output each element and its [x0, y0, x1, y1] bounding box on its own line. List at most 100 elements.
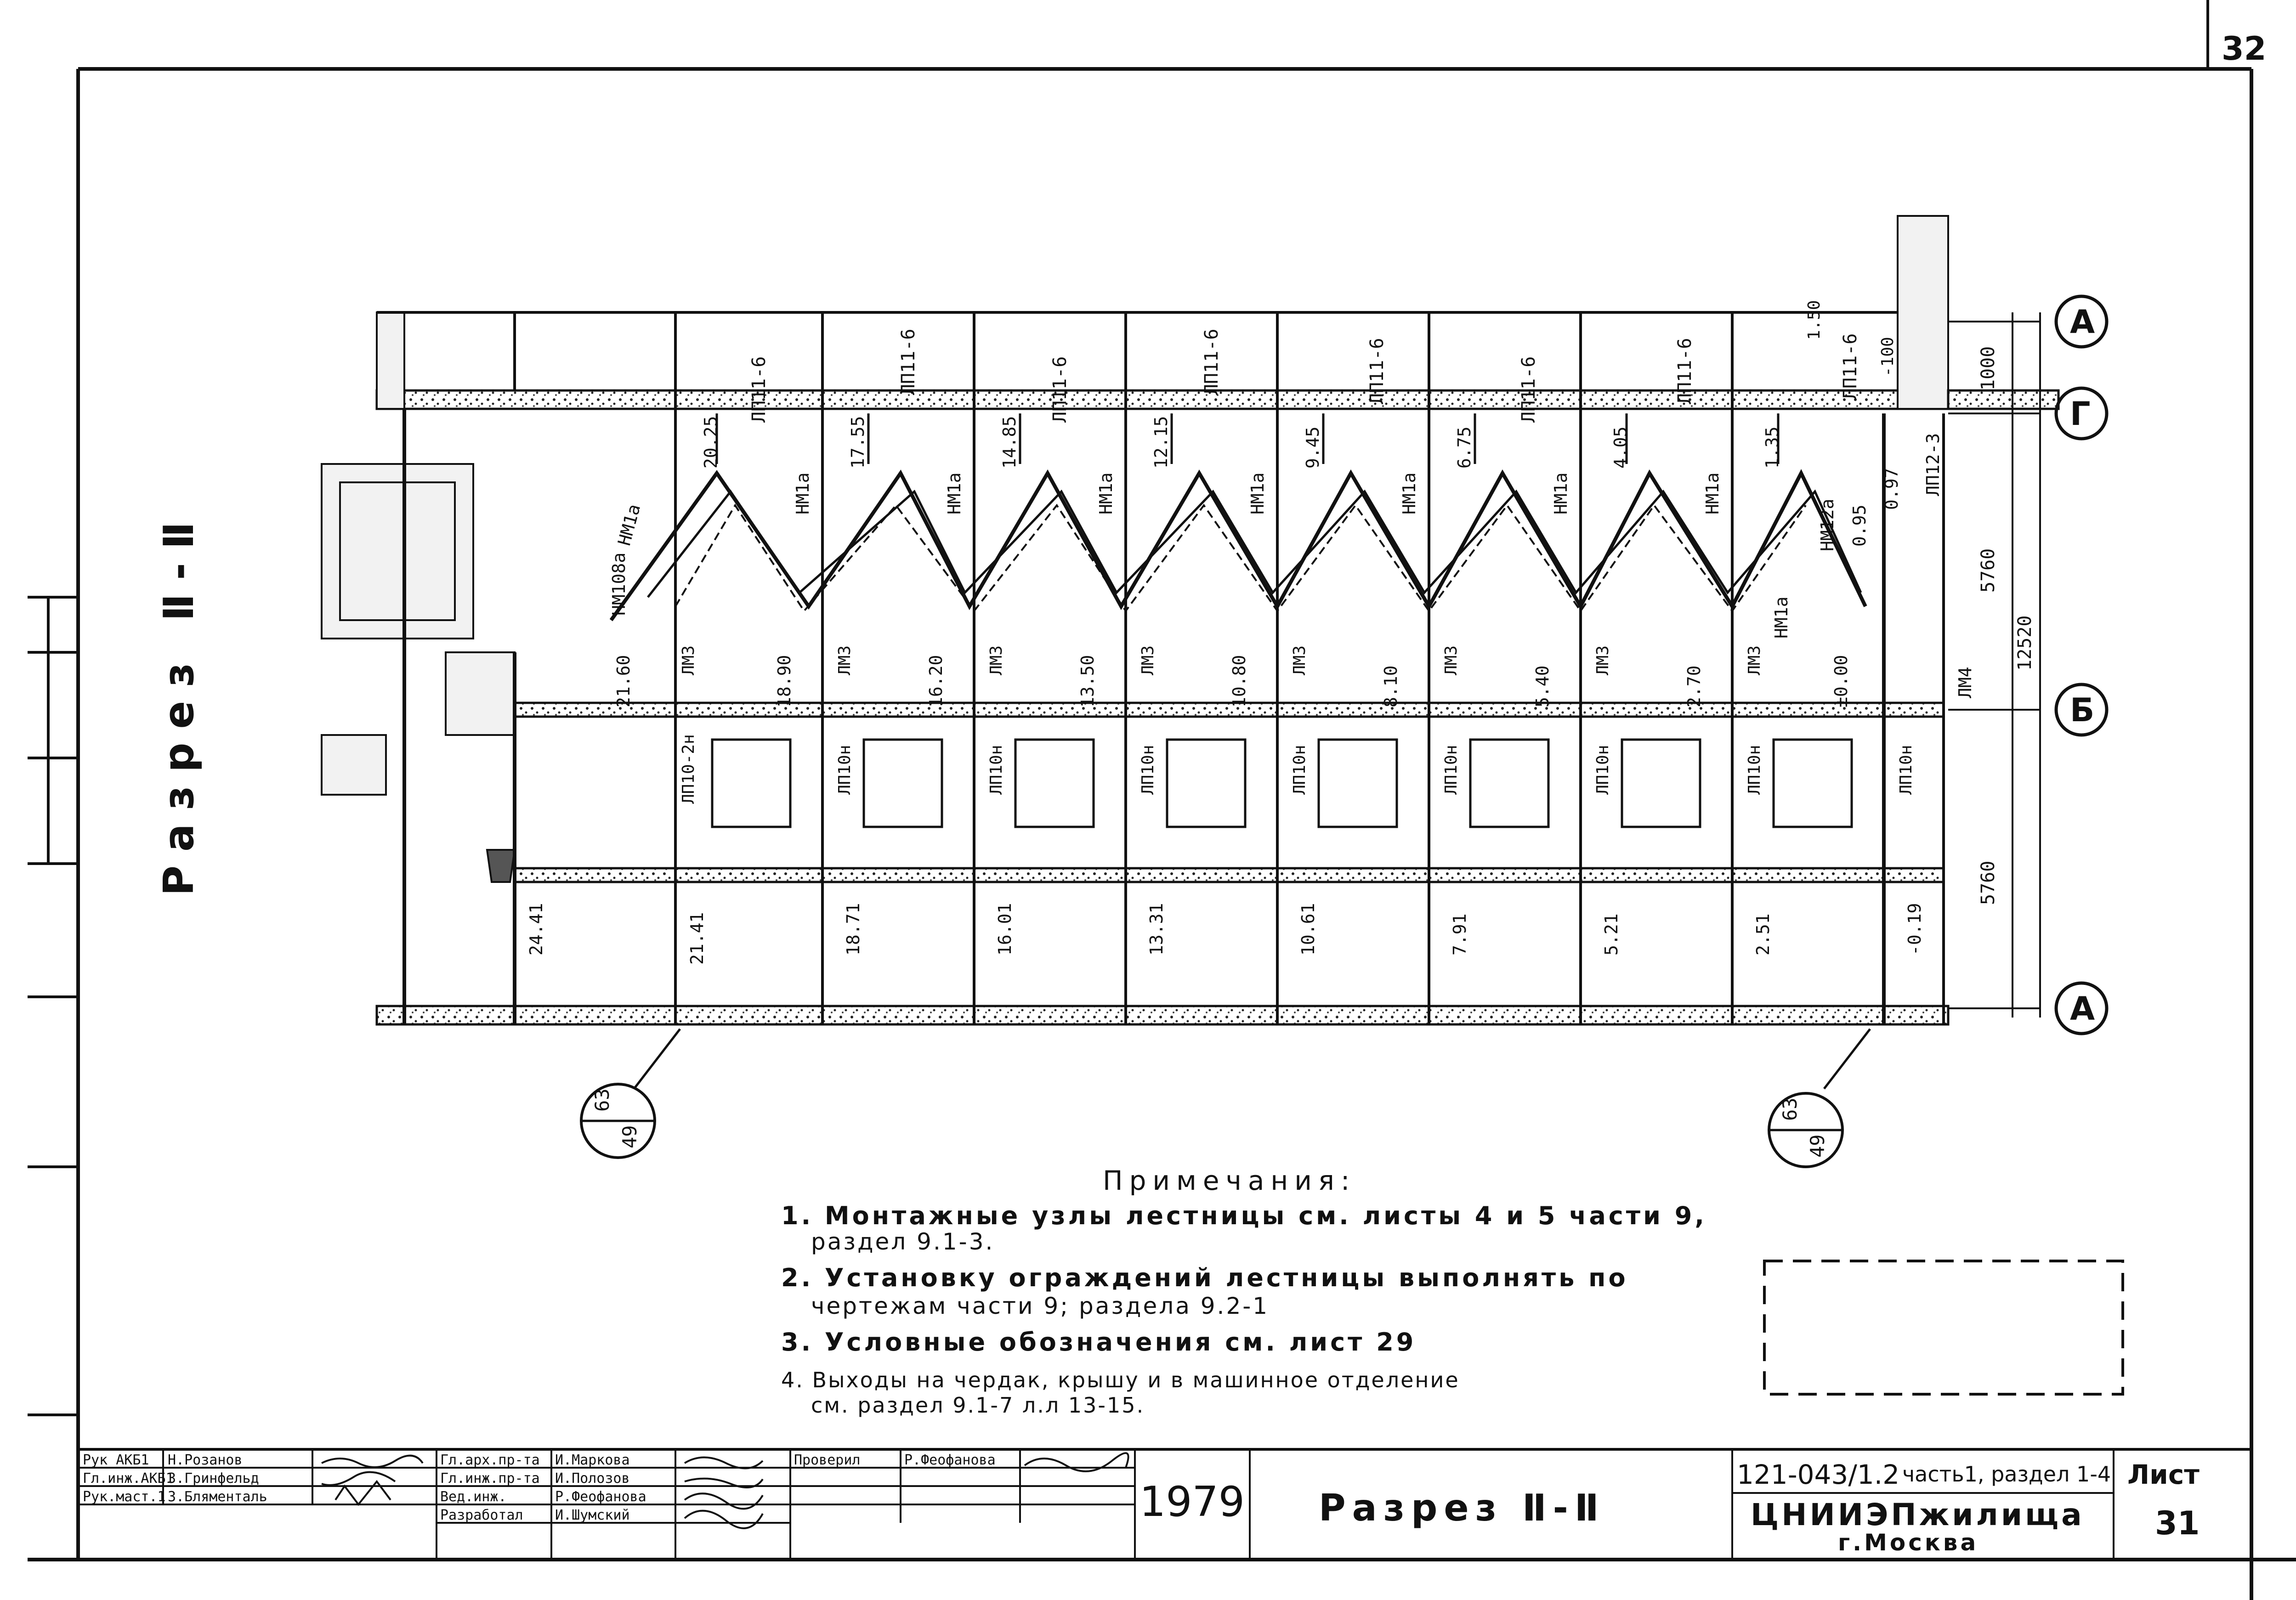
tb-name: И.Полозов — [555, 1470, 630, 1487]
level-mark: 2.51 — [1753, 913, 1773, 955]
callout-right-top: 63 — [1779, 1097, 1801, 1121]
label-lm4: ЛМ4 — [1955, 667, 1975, 698]
level-mark: 16.20 — [926, 655, 946, 707]
note-line: см. раздел 9.1-7 л.л 13-15. — [811, 1393, 1145, 1418]
level-mark: 2.70 — [1684, 665, 1704, 707]
landing-mid-label: ЛП10н — [1139, 745, 1157, 795]
axis-bubble-a-top: А — [2070, 303, 2095, 341]
landing-mid-label: ЛП10н — [1745, 745, 1764, 795]
organization: ЦНИИЭПжилища — [1751, 1497, 2085, 1532]
level-mark: 6.75 — [1454, 426, 1474, 469]
project-code: 121-043/1.2 — [1737, 1459, 1899, 1490]
march-label: НМ1а — [1399, 472, 1419, 514]
march-lm3: ЛМ3 — [1593, 645, 1612, 675]
march-lm3: ЛМ3 — [679, 645, 698, 675]
label-nm108a: НМ108а — [609, 553, 629, 616]
tb-name: И.Шумский — [555, 1507, 630, 1523]
landing-label: ЛП11-6 — [1201, 329, 1222, 396]
tb-role: Гл.арх.пр-та — [440, 1452, 540, 1468]
lower-level-marks: 21.60 18.90 16.20 13.50 10.80 8.10 5.40 … — [613, 655, 1851, 707]
floor-level-marks: 24.41 21.41 18.71 16.01 13.31 10.61 7.91… — [526, 903, 1925, 965]
level-mark: 4.05 — [1610, 426, 1631, 469]
sheet-label: Лист — [2127, 1459, 2200, 1490]
march-label: НМ1а — [1771, 596, 1791, 639]
year: 1979 — [1139, 1478, 1245, 1526]
sheet-frame — [28, 0, 2296, 1600]
level-mark: ±0.00 — [1831, 655, 1851, 707]
level-mark: 24.41 — [526, 903, 546, 955]
callout-left: 63 49 — [580, 1028, 681, 1159]
level-mark: 10.61 — [1298, 903, 1318, 955]
landing-mid-label: ЛП10н — [1290, 745, 1309, 795]
march-label: НМ1а — [1247, 472, 1268, 514]
label-097: 0.97 — [1882, 468, 1902, 510]
landing-mid-label: ЛП10н — [835, 745, 854, 795]
level-mark: 5.21 — [1601, 913, 1621, 955]
bottom-slab — [375, 1005, 1950, 1026]
tb-role: Рук.маст.1 — [83, 1489, 166, 1505]
march-label: НМ1а — [1096, 472, 1116, 514]
march-label: НМ1а — [944, 472, 964, 514]
note-line: 3. Условные обозначения см. лист 29 — [781, 1328, 1416, 1357]
section-title-vertical: Разрез Ⅱ-Ⅱ — [155, 508, 203, 896]
level-mark: -0.19 — [1905, 903, 1925, 955]
building-section — [321, 215, 2060, 1026]
sheet-number: 31 — [2155, 1504, 2200, 1542]
level-mark: 13.50 — [1077, 655, 1098, 707]
callout-right: 63 49 — [1768, 1028, 1871, 1168]
label-nm1a-first: НМ1а — [614, 502, 644, 548]
level-mark: 17.55 — [848, 416, 868, 469]
extra-labels: НМ108а НМ1а НМ12а ЛП12-3 0.97 0.95 ЛМ4 — [609, 433, 1975, 698]
tb-role: Рук АКБ1 — [83, 1452, 149, 1468]
level-mark: 10.80 — [1229, 655, 1249, 707]
march-label: НМ1а — [793, 472, 813, 514]
axis-bubble-b: Б — [2070, 691, 2094, 729]
checked-label: Проверил — [794, 1452, 861, 1468]
label-nm12a: НМ12а — [1817, 499, 1837, 551]
tb-role: Гл.инж.пр-та — [440, 1470, 540, 1487]
notes: Примечания: 1. Монтажные узлы лестницы с… — [781, 1165, 1707, 1418]
level-mark: 5.40 — [1532, 665, 1553, 707]
level-mark: 21.41 — [687, 912, 707, 965]
landing-label: ЛП11-6 — [898, 329, 919, 396]
tb-role: Разработал — [440, 1507, 523, 1523]
note-line: 4. Выходы на чердак, крышу и в машинное … — [781, 1368, 1460, 1392]
march-lm3-labels: ЛМ3 ЛМ3 ЛМ3 ЛМ3 ЛМ3 ЛМ3 ЛМ3 ЛМ3 — [679, 645, 1764, 675]
callout-right-bottom: 49 — [1806, 1134, 1829, 1158]
tb-role: Гл.инж.АКБ1 — [83, 1470, 174, 1487]
axis-bubble-a-bottom: А — [2070, 990, 2095, 1028]
city: г.Москва — [1838, 1529, 1979, 1556]
march-lm3: ЛМ3 — [1442, 645, 1461, 675]
landing-mid-label: ЛП10-2н — [679, 734, 698, 804]
upper-level-marks: 20.25 17.55 14.85 12.15 9.45 6.75 4.05 1… — [701, 416, 1782, 469]
axis-markers: А Г Б А 1000 5760 12520 5760 1.50 -100 — [1805, 294, 2109, 1035]
note-line: раздел 9.1-3. — [811, 1228, 994, 1255]
level-mark: 8.10 — [1381, 665, 1401, 707]
march-lm3: ЛМ3 — [987, 645, 1006, 675]
dim-5760-bottom: 5760 — [1978, 861, 1999, 905]
dim-12520: 12520 — [2014, 616, 2035, 671]
drawing-title: Разрез Ⅱ-Ⅱ — [1319, 1487, 1605, 1529]
landing-label: ЛП11-6 — [1518, 356, 1539, 423]
signatures — [321, 1452, 1129, 1529]
dim-5760-top: 5760 — [1978, 548, 1999, 593]
tb-name: И.Маркова — [555, 1452, 630, 1468]
landing-top-labels: ЛП11-6 ЛП11-6 ЛП11-6 ЛП11-6 ЛП11-6 ЛП11-… — [748, 329, 1861, 423]
mark-150: 1.50 — [1805, 300, 1824, 340]
landing-mid-label: ЛП10н — [1897, 745, 1916, 795]
march-lm3: ЛМ3 — [1290, 645, 1309, 675]
level-mark: 1.35 — [1762, 426, 1782, 469]
march-lm3: ЛМ3 — [1745, 645, 1764, 675]
label-lp12-3: ЛП12-3 — [1923, 433, 1943, 496]
landing-mid-label: ЛП10н — [1442, 745, 1461, 795]
note-line: 1. Монтажные узлы лестницы см. листы 4 и… — [781, 1201, 1707, 1230]
landing-mid-labels: ЛП10-2н ЛП10н ЛП10н ЛП10н ЛП10н ЛП10н ЛП… — [679, 734, 1916, 804]
note-line: чертежам части 9; раздела 9.2-1 — [811, 1293, 1269, 1319]
landing-label: ЛП11-6 — [1840, 334, 1861, 400]
landing-label: ЛП11-6 — [1049, 356, 1071, 423]
level-mark: 18.90 — [774, 655, 794, 707]
level-mark: 18.71 — [843, 903, 863, 955]
level-mark: 14.85 — [999, 416, 1020, 469]
mark-minus-100: -100 — [1878, 337, 1897, 377]
march-label: НМ1а — [1702, 472, 1723, 514]
